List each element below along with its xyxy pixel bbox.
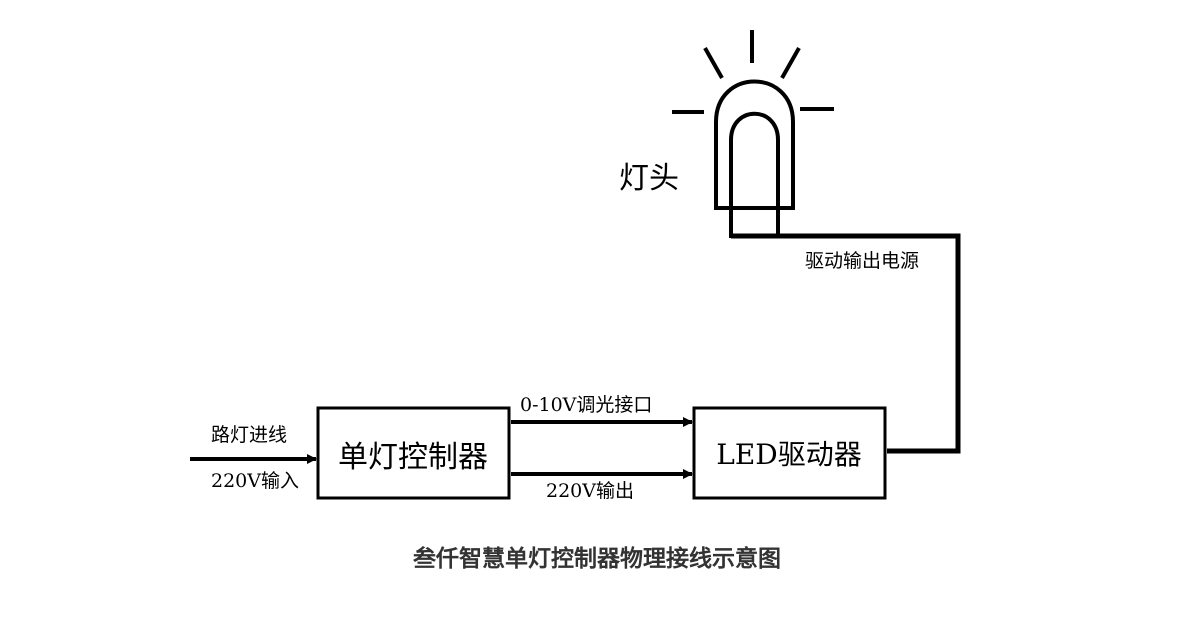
- ray-upper-right: [780, 47, 801, 79]
- drive-output-wire: [731, 233, 961, 454]
- dimming-label: 0-10V调光接口: [520, 394, 652, 416]
- drive-output-label: 驱动输出电源: [805, 250, 919, 272]
- driver-label: LED驱动器: [716, 438, 861, 471]
- input-bottom-label: 220V输入: [211, 470, 299, 492]
- bulb-inner: [729, 111, 780, 208]
- diagram-caption: 叁仟智慧单灯控制器物理接线示意图: [412, 545, 781, 572]
- controller-label: 单灯控制器: [338, 440, 488, 475]
- input-top-label: 路灯进线: [211, 424, 287, 446]
- ray-upper-left: [703, 47, 724, 79]
- output-label: 220V输出: [546, 480, 634, 502]
- lamp-label: 灯头: [619, 161, 679, 196]
- light-ray-icon: [672, 30, 834, 114]
- lamp-bulb-icon: [714, 79, 795, 238]
- driver-box: [692, 406, 887, 500]
- bulb-outer: [714, 79, 795, 210]
- controller-box: [316, 406, 511, 500]
